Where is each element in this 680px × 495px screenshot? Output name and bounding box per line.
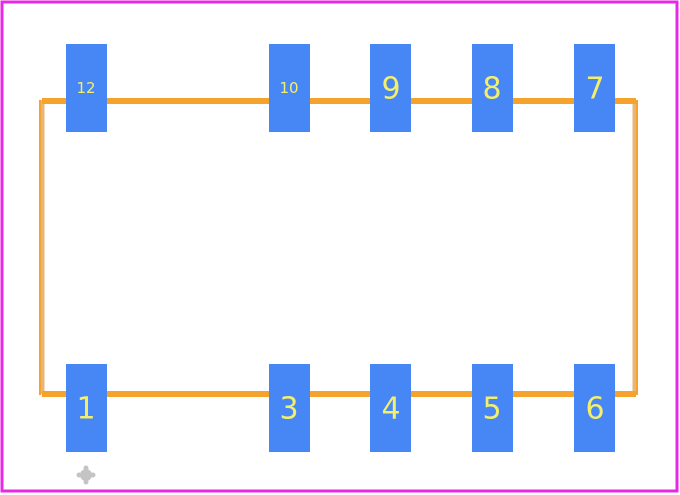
pin1-marker-lobe-top xyxy=(83,465,89,471)
pad-4-label: 4 xyxy=(381,392,400,427)
pin1-marker-icon xyxy=(76,465,96,485)
pad-3-copper xyxy=(269,364,310,452)
pad-7-label: 7 xyxy=(585,72,604,107)
pad-4-copper xyxy=(370,364,411,452)
pad-1-copper xyxy=(66,364,107,452)
pad-5-label: 5 xyxy=(482,392,501,427)
pad-12: 12 xyxy=(66,44,107,132)
pad-5: 5 xyxy=(472,364,513,452)
pin1-marker-lobe-bottom xyxy=(83,479,89,485)
pin1-marker-lobe-left xyxy=(76,472,82,478)
pad-7: 7 xyxy=(574,44,615,132)
pad-3-label: 3 xyxy=(279,392,298,427)
pad-6: 6 xyxy=(574,364,615,452)
pad-10-label: 10 xyxy=(279,79,298,97)
pad-8-label: 8 xyxy=(482,72,501,107)
pad-7-copper xyxy=(574,44,615,132)
pad-12-copper xyxy=(66,44,107,132)
pin1-marker-core xyxy=(80,469,92,481)
pad-3: 3 xyxy=(269,364,310,452)
pad-9-copper xyxy=(370,44,411,132)
pad-9: 9 xyxy=(370,44,411,132)
pad-1: 1 xyxy=(66,364,107,452)
pad-10: 10 xyxy=(269,44,310,132)
pad-1-label: 1 xyxy=(76,392,95,427)
pad-4: 4 xyxy=(370,364,411,452)
pad-12-label: 12 xyxy=(76,79,95,97)
pad-6-copper xyxy=(574,364,615,452)
pad-9-label: 9 xyxy=(381,72,400,107)
pad-6-label: 6 xyxy=(585,392,604,427)
pad-10-copper xyxy=(269,44,310,132)
pad-8-copper xyxy=(472,44,513,132)
pad-5-copper xyxy=(472,364,513,452)
pin1-marker-lobe-right xyxy=(90,472,96,478)
pad-8: 8 xyxy=(472,44,513,132)
